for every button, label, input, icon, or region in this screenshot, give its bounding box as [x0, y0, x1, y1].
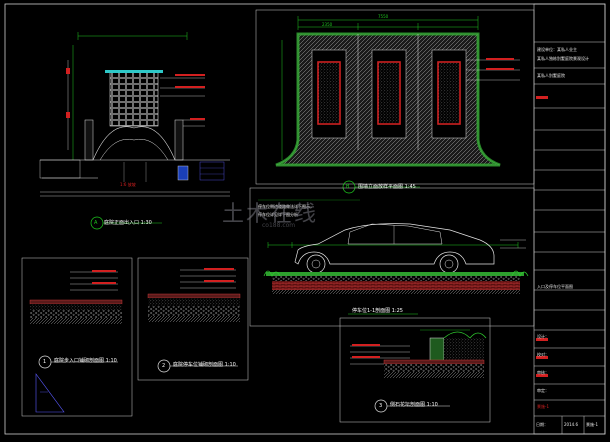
tb-project: 某私人别墅庭院: [537, 73, 565, 78]
note-line-1: 停车位侧边道路做法详下图示，: [258, 204, 314, 209]
tb-company-2: 某私人独栋别墅庭院景观设计: [537, 56, 589, 61]
tb-sheet-no: 景施-1: [586, 422, 598, 427]
tb-company-1: 建设单位：某私人业主: [537, 47, 577, 52]
slope-marker: 1:6 放坡: [120, 182, 136, 187]
gate-title: 庭院正面出入口 1:30: [104, 220, 152, 226]
detail-2: [137, 257, 249, 381]
tb-designer: 设计：: [537, 334, 549, 339]
wall-plan-number: B: [346, 184, 350, 190]
tb-approver: 审定：: [537, 388, 549, 393]
detail-1-number: 1: [43, 359, 47, 365]
detail-3-title: 侧石花坛剖面图 1:10: [390, 402, 438, 408]
note-line-2: 停车位详见详下图分析: [258, 212, 298, 217]
plan-dim-inner: 2350: [322, 22, 333, 27]
detail-2-number: 2: [162, 363, 166, 369]
watermark-subtext: co188.com: [262, 222, 296, 229]
watermark-text: 土木在线: [222, 202, 319, 227]
plan-dim-top: 7550: [378, 14, 389, 19]
gate-number: A: [94, 220, 98, 226]
tb-reviewer: 审核：: [537, 370, 549, 375]
driveway-title: 停车位1-1剖面图 1:25: [352, 308, 403, 314]
tb-sheet-no-large: 景施-1: [537, 404, 549, 409]
detail-3: [339, 317, 491, 423]
tb-checker: 校对：: [537, 352, 549, 357]
tb-date-label: 日期：: [536, 422, 548, 427]
detail-1-title: 庭院步入口铺砌剖面图 1:10: [54, 358, 117, 364]
tb-date-value: 2014.6: [564, 422, 578, 427]
detail-2-title: 庭院停车位铺砌剖面图 1:10: [173, 362, 236, 368]
wall-plan: [255, 9, 535, 194]
wall-plan-title: 围墙立面放样平面图 1:45: [358, 184, 416, 190]
detail-1: [21, 257, 133, 417]
title-block: [533, 3, 606, 435]
gate-elevation: [39, 32, 230, 230]
tb-drawing-name: 入口及停车位平面图: [537, 284, 573, 289]
detail-3-number: 3: [379, 403, 383, 409]
